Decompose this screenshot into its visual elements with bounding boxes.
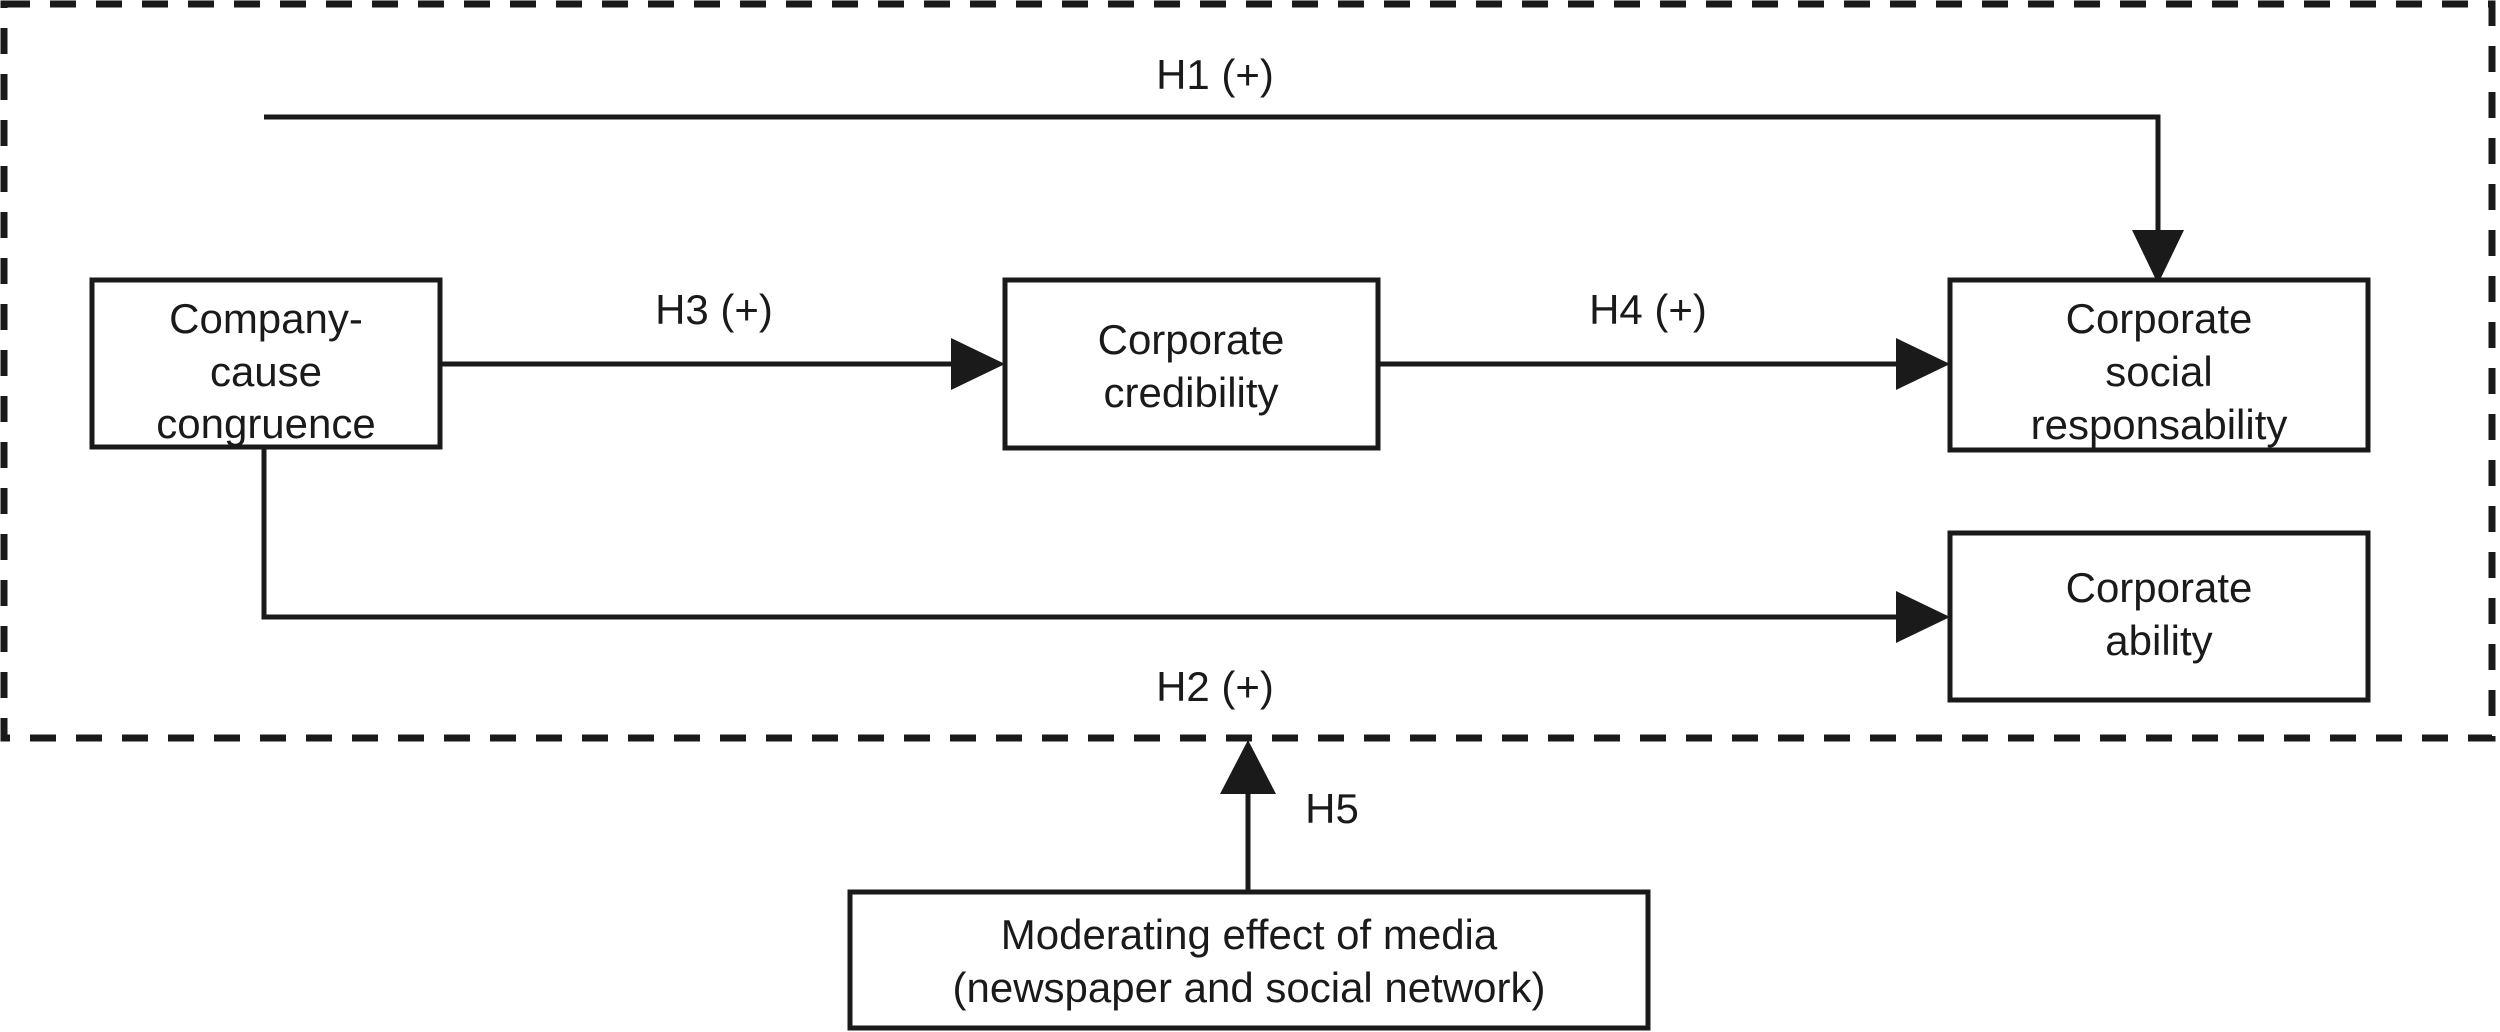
edge-h5-arrowhead (1220, 740, 1276, 794)
edge-h4-label: H4 (+) (1589, 286, 1707, 333)
node-corporate-ability[interactable]: Corporate ability (1947, 530, 2371, 703)
node-company-cause-congruence-line-3: congruence (156, 400, 376, 447)
main-model-boundary (0, 0, 2496, 742)
edge-h2-line (261, 447, 1924, 620)
edge-h1-line (264, 114, 2161, 258)
node-company-cause-congruence-line-1: Company- (169, 295, 363, 342)
edge-h2-label: H2 (+) (1156, 663, 1274, 710)
node-corporate-credibility-box[interactable] (1002, 277, 1381, 451)
edge-h1 (264, 114, 2184, 284)
edge-h2-arrowhead (1896, 591, 1950, 643)
edge-h5 (1220, 740, 1276, 892)
node-company-cause-congruence-line-2: cause (210, 348, 322, 395)
edge-h4 (1378, 338, 1950, 390)
node-corporate-ability-box[interactable] (1947, 530, 2371, 703)
node-corporate-social-responsability-box[interactable] (1947, 277, 2371, 453)
node-corporate-social-responsability[interactable]: Corporate social responsability (1947, 277, 2371, 453)
edge-h5-label: H5 (1305, 785, 1359, 832)
node-company-cause-congruence[interactable]: Company- cause congruence (89, 277, 443, 450)
node-corporate-credibility-line-1: Corporate (1098, 316, 1285, 363)
edge-h3 (440, 338, 1005, 390)
node-corporate-ability-line-1: Corporate (2066, 564, 2253, 611)
node-moderating-effect-box[interactable] (847, 889, 1651, 1031)
node-company-cause-congruence-box[interactable] (89, 277, 443, 450)
node-corporate-social-responsability-line-3: responsability (2031, 401, 2288, 448)
edge-h1-label: H1 (+) (1156, 51, 1274, 98)
node-corporate-credibility-line-2: credibility (1103, 369, 1278, 416)
node-moderating-effect-line-2: (newspaper and social network) (953, 964, 1546, 1011)
node-moderating-effect-line-1: Moderating effect of media (1001, 911, 1498, 958)
edge-h3-arrowhead (951, 338, 1005, 390)
edge-h2 (261, 447, 1950, 643)
node-corporate-social-responsability-line-2: social (2105, 348, 2212, 395)
edge-h4-arrowhead (1896, 338, 1950, 390)
node-corporate-credibility[interactable]: Corporate credibility (1002, 277, 1381, 451)
edge-h3-label: H3 (+) (655, 286, 773, 333)
node-corporate-ability-line-2: ability (2105, 617, 2212, 664)
node-corporate-social-responsability-line-1: Corporate (2066, 295, 2253, 342)
edge-h1-arrowhead (2132, 230, 2184, 284)
node-moderating-effect[interactable]: Moderating effect of media (newspaper an… (847, 889, 1651, 1031)
